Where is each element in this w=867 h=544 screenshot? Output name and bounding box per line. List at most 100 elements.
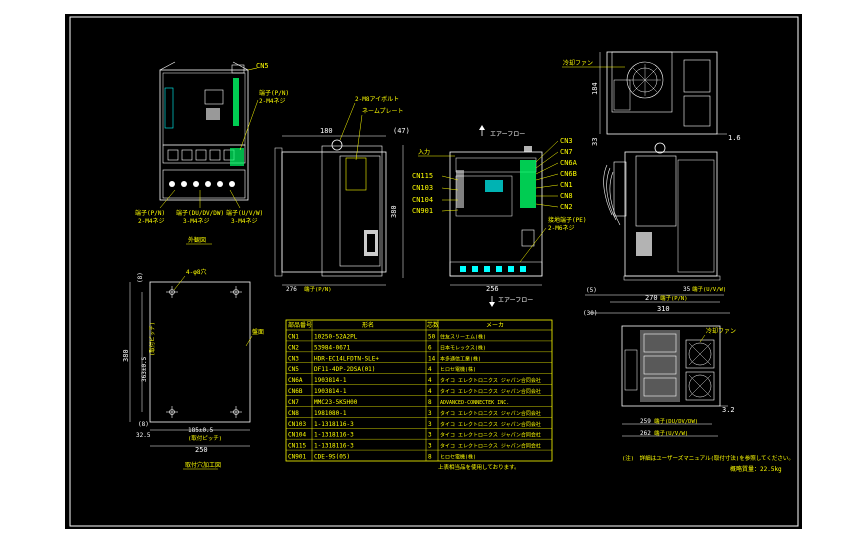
dim-mount-pitch: 363±0.5: [141, 356, 148, 382]
table-cell-part-number: CN3: [288, 355, 299, 362]
table-cell-pins: 8: [428, 454, 432, 461]
label-ground: 接地端子(PE): [548, 216, 586, 224]
dim-side-bottom-label: 端子(P/N): [304, 285, 332, 293]
center-view: エアーフロー エアーフロー 入力 CN115 CN103 CN104 CN901…: [412, 125, 586, 307]
table-cell-maker: 日本モレックス(株): [440, 344, 486, 351]
label-cn3: CN3: [560, 137, 573, 145]
table-cell-pins: 3: [428, 410, 432, 417]
table-cell-maker: タイコ エレクトロニクス ジャパン合同会社: [440, 443, 541, 450]
table-cell-model: CDE-9S(05): [314, 454, 350, 461]
dim-right-3-2: 3.2: [722, 406, 735, 414]
dim-mount-height: 380: [122, 349, 130, 362]
table-cell-pins: 6: [428, 344, 432, 351]
table-row: CN7 MMC23-5K5H00 8 ADVANCED-CONNECTEK INC.: [288, 399, 509, 406]
table-cell-model: MMC23-5K5H00: [314, 399, 358, 406]
table-cell-model: 53984-0671: [314, 344, 351, 351]
dim-mount-left: 32.5: [136, 432, 151, 439]
dim-right-184: 184: [591, 82, 599, 95]
label-cn6a: CN6A: [560, 159, 578, 167]
dim-mount-width: 250: [195, 446, 208, 454]
drawing-border: [69, 16, 799, 527]
table-cell-maker: ヒロセ電機(株): [440, 366, 476, 373]
table-cell-part-number: CN104: [288, 432, 306, 439]
table-header-part-number: 部品番号: [288, 321, 312, 329]
label-cn5: CN5: [256, 62, 269, 70]
label-screw-pn: 2-M4ネジ: [259, 98, 285, 105]
label-input: 入力: [418, 148, 430, 156]
table-cell-model: 1903814-1: [314, 377, 347, 384]
table-cell-model: 10250-52A2PL: [314, 333, 358, 340]
table-cell-part-number: CN1: [288, 333, 299, 340]
label-airflow-out: エアーフロー: [490, 131, 525, 138]
dim-right-33: 33: [591, 138, 599, 146]
dim-mount-top: (8): [137, 272, 144, 283]
table-row: CN1 10250-52A2PL 50 住友スリーエム(株): [288, 333, 486, 340]
front-connector-strip: [233, 78, 239, 126]
table-cell-part-number: CN901: [288, 454, 306, 461]
dim-right-262-label: 端子(U/V/W): [654, 429, 688, 437]
label-cn115: CN115: [412, 172, 433, 180]
dim-mount-bottom: (8): [138, 421, 149, 428]
label-cn7: CN7: [560, 148, 573, 156]
label-fan-top: 冷却ファン: [563, 59, 593, 67]
table-cell-model: 1903814-1: [314, 388, 347, 395]
label-terminal-uvw: 端子(U/V/W): [226, 209, 263, 217]
dim-right-270: 270: [645, 294, 658, 302]
dim-mount-pitch-label: (取付ピッチ): [148, 322, 156, 356]
dim-right-30: (30): [583, 310, 597, 317]
table-cell-pins: 8: [428, 399, 432, 406]
table-cell-part-number: CN7: [288, 399, 299, 406]
label-nameplate: ネームプレート: [362, 108, 403, 115]
dim-right-1-6: 1.6: [728, 134, 741, 142]
label-cn6b: CN6B: [560, 170, 577, 178]
table-cell-pins: 50: [428, 333, 436, 340]
label-screw-uvw: 3-M4ネジ: [231, 218, 257, 225]
table-header-model: 形名: [362, 321, 374, 329]
label-screw-du-dv-dw: 3-M4ネジ: [183, 218, 209, 225]
dim-right-35-label: 端子(U/V/W): [692, 285, 726, 293]
label-terminal-p-n-left: 端子(P/N): [135, 209, 165, 217]
table-cell-maker: タイコ エレクトロニクス ジャパン合同会社: [440, 388, 541, 395]
dim-right-259: 259: [640, 418, 651, 425]
table-cell-model: 1-1318116-3: [314, 432, 354, 439]
table-cell-maker: タイコ エレクトロニクス ジャパン合同会社: [440, 377, 541, 384]
label-fan-bottom: 冷却ファン: [706, 327, 736, 335]
dim-mount-inner-label: (取付ピッチ): [188, 434, 222, 442]
table-cell-model: 1-1318116-3: [314, 421, 354, 428]
caption-mount-view: 取付穴加工図: [185, 461, 221, 469]
table-cell-pins: 4: [428, 366, 432, 373]
table-cell-part-number: CN6A: [288, 377, 303, 384]
label-terminal-pn: 端子(P/N): [259, 89, 289, 97]
label-cn103: CN103: [412, 184, 433, 192]
label-cn901: CN901: [412, 207, 433, 215]
table-cell-maker: ADVANCED-CONNECTEK INC.: [440, 400, 509, 406]
caption-front-view: 外観図: [188, 236, 206, 244]
table-cell-maker: タイコ エレクトロニクス ジャパン合同会社: [440, 432, 541, 439]
table-cell-maker: 本多通信工業(株): [440, 355, 481, 362]
label-cn1: CN1: [560, 181, 573, 189]
label-eyebolt: 2-M8アイボルト: [355, 95, 399, 103]
dim-right-5: (5): [586, 287, 597, 294]
table-cell-pins: 3: [428, 432, 432, 439]
side-view: 180 (47) 380 276 端子(P/N) 2-M8アイボルト ネームプレ…: [274, 95, 410, 293]
table-cell-part-number: CN103: [288, 421, 306, 428]
table-cell-part-number: CN115: [288, 443, 306, 450]
dim-side-width: 180: [320, 127, 333, 135]
table-cell-maker: 住友スリーエム(株): [440, 333, 486, 340]
table-header-pins: 芯数: [427, 321, 439, 329]
table-cell-pins: 14: [428, 355, 436, 362]
table-cell-part-number: CN6B: [288, 388, 303, 395]
dim-right-262: 262: [640, 430, 651, 437]
label-cn8: CN8: [560, 192, 573, 200]
label-airflow-in: エアーフロー: [498, 297, 533, 304]
right-middle-view: (5) 270 端子(P/N) 35 端子(U/V/W) (30) 310: [583, 142, 730, 317]
